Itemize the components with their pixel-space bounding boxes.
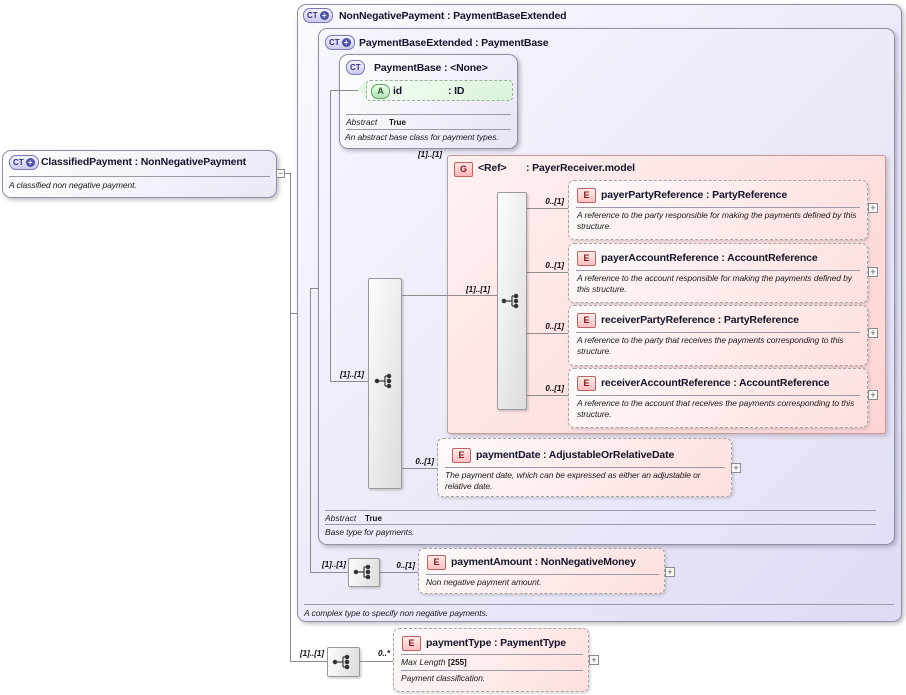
type-title: ClassifiedPayment : NonNegativePayment [41,156,246,168]
expand-button-paymentdate[interactable]: + [731,463,741,473]
cardinality-label: 0..* [377,649,390,658]
element-icon: E [452,448,471,463]
element-annotation: Payment classification. [401,673,486,683]
expand-button-receiverpartyreference[interactable]: + [868,328,878,338]
abstract-value: True [389,118,406,127]
sequence-icon [332,654,350,670]
element-title: receiverAccountReference : AccountRefere… [601,377,830,389]
sequence-compositor [327,647,360,677]
divider [445,467,725,468]
abstract-label: Abstract [346,117,378,127]
attribute-name: id [393,85,403,97]
abstract-label: Abstract [325,513,357,523]
element-icon: E [402,636,421,651]
group-icon: G [454,162,473,177]
cardinality-label: 0..[1] [545,197,564,206]
type-annotation: A classified non negative payment. [9,180,137,190]
element-title: paymentAmount : NonNegativeMoney [451,556,636,568]
type-annotation: An abstract base class for payment types… [345,132,499,142]
attribute-icon: A [371,84,390,99]
element-box-payerpartyreference[interactable]: E payerPartyReference : PartyReference A… [568,180,868,240]
element-icon: E [577,188,596,203]
type-title: PaymentBaseExtended : PaymentBase [359,37,549,49]
divider [9,176,270,177]
divider [401,670,583,671]
attribute-type: : ID [448,85,465,97]
divider [401,654,583,655]
sequence-icon [374,373,392,389]
element-title: payerPartyReference : PartyReference [601,189,788,201]
type-annotation: Base type for payments. [325,527,415,537]
element-title: receiverPartyReference : PartyReference [601,314,799,326]
element-box-paymenttype[interactable]: E paymentType : PaymentType Max Length [… [393,628,589,692]
type-title: PaymentBase : <None> [374,62,488,74]
divider [304,604,894,605]
divider [576,207,860,208]
element-box-payeraccountreference[interactable]: E payerAccountReference : AccountReferen… [568,243,868,303]
divider [576,332,860,333]
cardinality-label: [1]..[1] [466,285,490,294]
cardinality-label: [1]..[1] [300,649,324,658]
sequence-icon [353,564,371,580]
element-box-receiverpartyreference[interactable]: E receiverPartyReference : PartyReferenc… [568,305,868,366]
element-box-paymentamount[interactable]: E paymentAmount : NonNegativeMoney Non n… [418,548,665,594]
element-annotation: A reference to the account that receives… [577,398,855,420]
expand-button-paymentamount[interactable]: + [665,567,675,577]
element-icon: E [577,313,596,328]
divider [576,270,860,271]
complex-type-icon: CT [346,60,365,75]
element-box-paymentdate[interactable]: E paymentDate : AdjustableOrRelativeDate… [437,438,732,497]
cardinality-label: [1]..[1] [322,560,346,569]
maxlength-label: Max Length [401,657,446,667]
cardinality-label: 0..[1] [545,322,564,331]
type-annotation: A complex type to specify non negative p… [304,608,488,618]
divider [346,129,511,130]
element-icon: E [577,376,596,391]
element-annotation: A reference to the party that receives t… [577,335,844,357]
element-box-receiveraccountreference[interactable]: E receiverAccountReference : AccountRefe… [568,368,868,428]
element-annotation: The payment date, which can be expressed… [445,470,701,492]
sequence-compositor [348,558,380,587]
element-title: paymentType : PaymentType [426,637,566,649]
attribute-notch [358,80,367,99]
type-title: NonNegativePayment : PaymentBaseExtended [339,10,567,22]
expand-button-receiveraccountreference[interactable]: + [868,390,878,400]
cardinality-label: 0..[1] [396,561,415,570]
cardinality-label: 0..[1] [545,384,564,393]
expand-button-payerpartyreference[interactable]: + [868,203,878,213]
cardinality-label: [1]..[1] [418,150,442,159]
element-annotation: Non negative payment amount. [426,577,542,587]
type-box-paymentbase[interactable]: CT PaymentBase : <None> Abstract True An… [339,54,518,149]
complex-type-icon: CT+ [303,8,333,23]
sequence-bar [497,192,527,410]
element-title: paymentDate : AdjustableOrRelativeDate [476,449,675,461]
cardinality-label: [1]..[1] [340,370,364,379]
complex-type-icon: CT+ [325,35,355,50]
divider [346,114,511,115]
element-icon: E [427,555,446,570]
element-icon: E [577,251,596,266]
cardinality-label: 0..[1] [545,261,564,270]
sequence-icon [501,293,519,309]
abstract-value: True [365,514,382,523]
divider [576,395,860,396]
attribute-box-id[interactable]: A id : ID [366,80,513,101]
group-type: : PayerReceiver.model [526,162,635,174]
type-box-classifiedpayment[interactable]: CT+ ClassifiedPayment : NonNegativePayme… [2,150,277,198]
divider [426,574,659,575]
expand-button-payeraccountreference[interactable]: + [868,267,878,277]
element-annotation: A reference to the account responsible f… [577,273,852,295]
sequence-bar [368,278,402,489]
element-annotation: A reference to the party responsible for… [577,210,857,232]
collapse-button[interactable]: − [276,169,285,178]
divider [325,524,876,525]
expand-button-paymenttype[interactable]: + [589,655,599,665]
group-name: <Ref> [478,162,507,174]
element-title: payerAccountReference : AccountReference [601,252,818,264]
cardinality-label: 0..[1] [415,457,434,466]
divider [325,510,876,511]
complex-type-icon: CT+ [9,155,39,170]
maxlength-value: [255] [448,658,467,667]
